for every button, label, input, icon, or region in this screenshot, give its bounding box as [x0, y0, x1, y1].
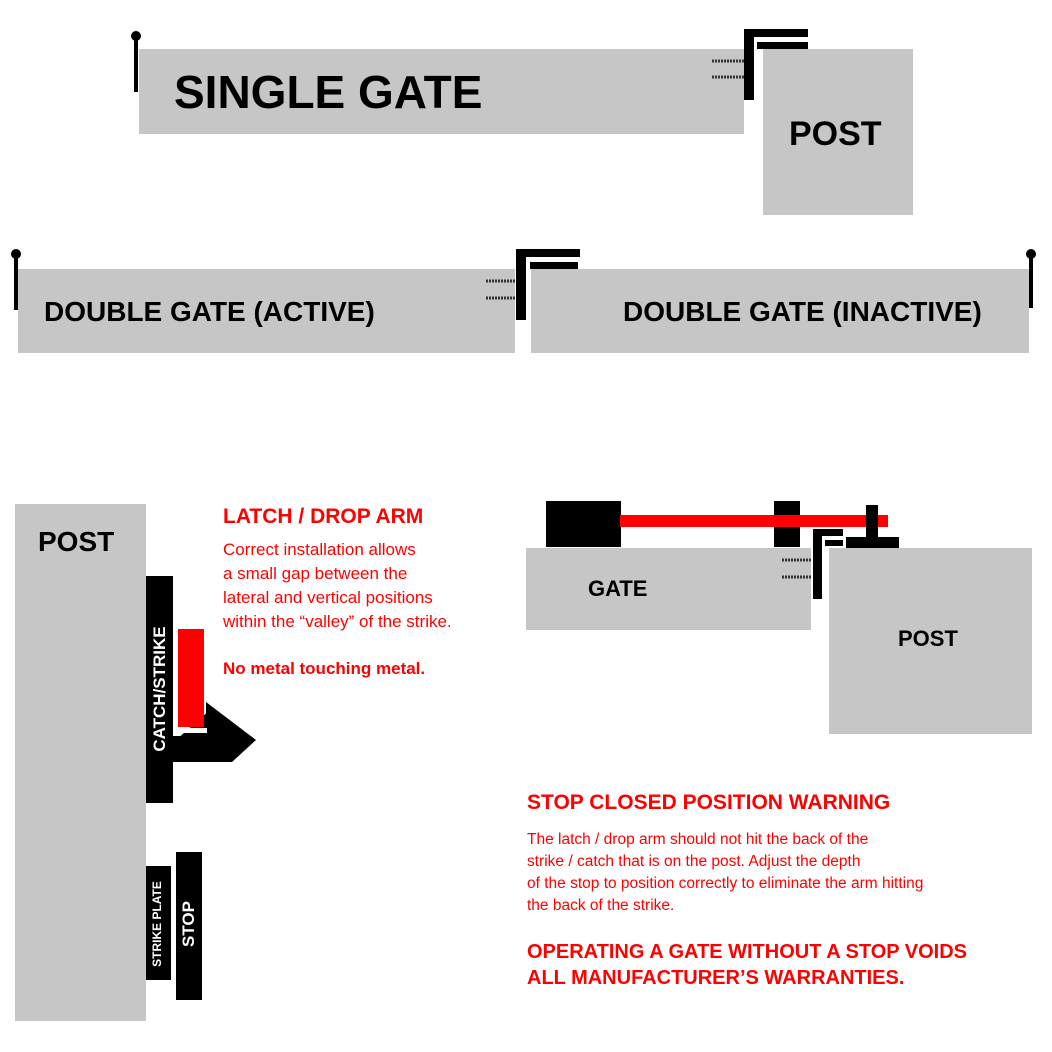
hinge-pin-icon — [134, 34, 138, 92]
double-gate-active-label: DOUBLE GATE (ACTIVE) — [44, 296, 375, 327]
side-post — [829, 548, 1032, 734]
drop-arm — [178, 629, 204, 727]
double-gate-active-panel — [18, 269, 515, 353]
hinge-pin-head-icon — [1026, 249, 1036, 259]
side-bracket-top — [813, 529, 843, 536]
latch-housing — [546, 501, 621, 547]
side-catch-stem — [866, 505, 878, 545]
latch-body-line-3: lateral and vertical positions — [223, 588, 433, 607]
warning-body-line-3: of the stop to position correctly to eli… — [527, 875, 924, 892]
side-catch-base — [846, 537, 899, 549]
screw-icon — [782, 558, 812, 579]
warning-heading: STOP CLOSED POSITION WARNING — [527, 791, 891, 814]
catch-strike-label: CATCH/STRIKE — [150, 626, 169, 752]
single-gate-post-label: POST — [789, 115, 882, 153]
single-gate-post — [763, 49, 913, 215]
side-bracket-second — [825, 540, 843, 546]
catch-strike-bar — [146, 576, 173, 803]
latch-note: No metal touching metal. — [223, 659, 426, 678]
latch-body-line-1: Correct installation allows — [223, 540, 416, 559]
latch-bracket-second — [757, 42, 808, 49]
latch-bracket-vertical — [744, 29, 754, 100]
warning-body-line-4: the back of the strike. — [527, 897, 675, 914]
warning-body-line-2: strike / catch that is on the post. Adju… — [527, 853, 861, 870]
screw-icon — [486, 279, 518, 300]
stop-label: STOP — [179, 901, 198, 947]
latch-bracket-vertical — [516, 249, 526, 320]
detail-post-label: POST — [38, 526, 115, 557]
warning-body-line-1: The latch / drop arm should not hit the … — [527, 831, 869, 848]
side-bracket-vertical — [813, 529, 822, 599]
hinge-pin-icon — [14, 254, 18, 310]
single-gate-label: SINGLE GATE — [174, 66, 483, 118]
latch-heading: LATCH / DROP ARM — [223, 505, 424, 528]
double-gate-inactive-label: DOUBLE GATE (INACTIVE) — [623, 296, 982, 327]
latch-body-line-4: within the “valley” of the strike. — [223, 612, 452, 631]
double-gate-inactive-panel — [531, 269, 1029, 353]
screw-icon — [712, 59, 746, 79]
hinge-pin-head-icon — [11, 249, 21, 259]
stop-block — [176, 852, 202, 1000]
side-post-label: POST — [898, 626, 958, 651]
detail-post — [15, 504, 146, 1021]
hinge-pin-head-icon — [131, 31, 141, 41]
latch-bracket-top — [744, 29, 808, 37]
single-gate-panel — [139, 49, 744, 134]
latch-bracket-top — [516, 249, 580, 257]
strike-valley — [173, 728, 207, 733]
side-drop-arm — [620, 515, 888, 527]
warranty-line-1: OPERATING A GATE WITHOUT A STOP VOIDS — [527, 941, 968, 963]
side-gate-label: GATE — [588, 576, 648, 601]
latch-bracket-second — [530, 262, 578, 269]
warranty-line-2: ALL MANUFACTURER’S WARRANTIES. — [527, 967, 905, 989]
strike-plate-label: STRIKE PLATE — [150, 881, 164, 967]
side-gate-panel — [526, 548, 811, 630]
strike-plate — [146, 866, 171, 980]
hinge-pin-icon — [1029, 254, 1033, 308]
latch-body-line-2: a small gap between the — [223, 564, 408, 583]
